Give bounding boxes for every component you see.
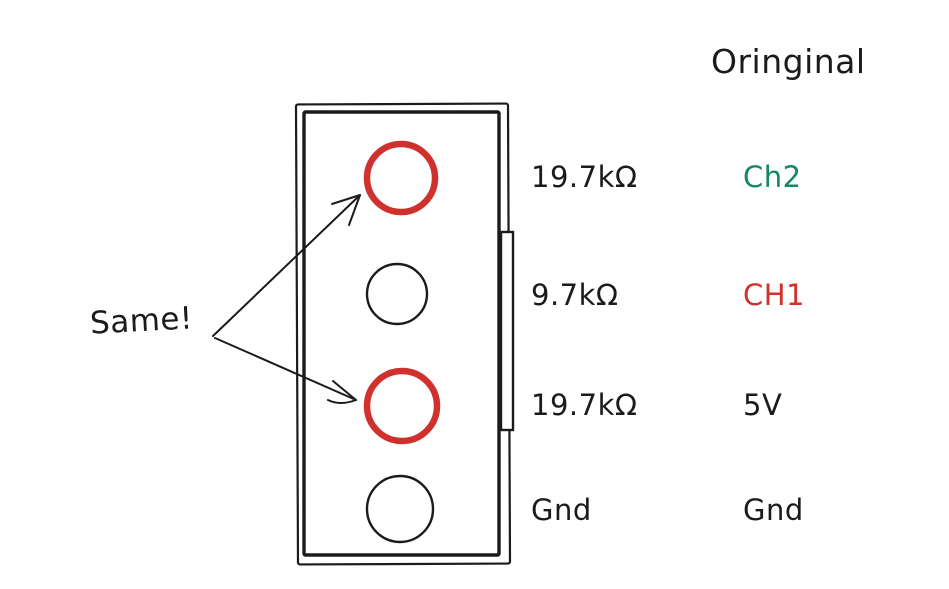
original-signal-label-3: 5V	[743, 388, 783, 422]
original-signal-label-4: Gnd	[743, 493, 804, 527]
same-arrow-up	[212, 194, 361, 337]
original-column-title: Oringinal	[711, 42, 866, 81]
resistance-label-4: Gnd	[531, 493, 592, 527]
pin-4-circle	[365, 474, 435, 544]
pin-2-circle	[365, 262, 429, 326]
same-arrow-down	[214, 337, 357, 404]
pin-3-circle	[363, 367, 441, 445]
original-signal-label-2: CH1	[743, 278, 806, 312]
pin-1-circle	[363, 140, 439, 216]
connector-inner-outline	[302, 110, 501, 557]
resistance-label-2: 9.7kΩ	[531, 278, 619, 312]
connector-key-tab	[499, 230, 515, 432]
resistance-label-1: 19.7kΩ	[531, 160, 638, 194]
original-signal-label-1: Ch2	[743, 160, 802, 194]
resistance-label-3: 19.7kΩ	[531, 388, 638, 422]
same-annotation: Same!	[89, 300, 194, 342]
